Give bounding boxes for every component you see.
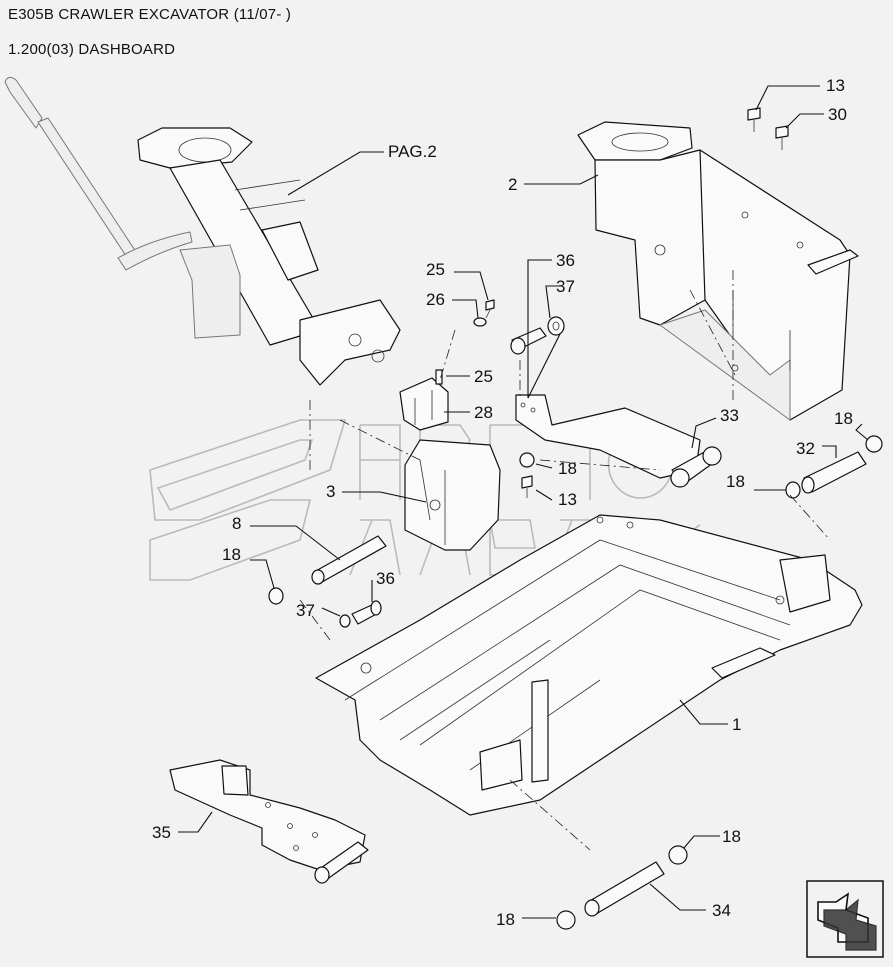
- callout-pag2: PAG.2: [388, 142, 437, 161]
- column-assembly: [4, 76, 401, 386]
- part-2-bracket: [577, 121, 859, 421]
- pin-8: [311, 535, 387, 585]
- washer-18-mid: [519, 452, 535, 468]
- callout-18-right-b: 18: [726, 472, 745, 491]
- leader-lines: [178, 85, 869, 919]
- pin-34: [584, 861, 665, 917]
- part-1-floor-plate: [315, 514, 863, 816]
- pin-32: [801, 451, 867, 494]
- screw-25-26: [473, 299, 495, 327]
- callout-33: 33: [720, 406, 739, 425]
- callout-32: 32: [796, 439, 815, 458]
- callout-36-lower: 36: [376, 569, 395, 588]
- callout-28: 28: [474, 403, 493, 422]
- ring-18-right-b: [785, 481, 801, 499]
- callout-labels: PAG.2 2 13 30 36 37 25 26 25 28 33 18 32…: [152, 76, 853, 929]
- callout-13-mid: 13: [558, 490, 577, 509]
- callout-18-right-a: 18: [834, 409, 853, 428]
- part-35-hinge-plate: [169, 759, 369, 884]
- callout-18-left: 18: [222, 545, 241, 564]
- alignment-lines: [299, 270, 831, 851]
- callout-13-top: 13: [826, 76, 845, 95]
- part-28-bracket: [399, 369, 449, 431]
- callout-3: 3: [326, 482, 335, 501]
- page-subtitle: 1.200(03) DASHBOARD: [8, 41, 176, 58]
- part-33-hinge: [515, 394, 722, 488]
- ring-18-right-a: [865, 435, 883, 453]
- callout-36-upper: 36: [556, 251, 575, 270]
- bolt-36-washer-37-lower: [339, 600, 382, 628]
- part-3-plate: [404, 439, 501, 551]
- callout-35: 35: [152, 823, 171, 842]
- ring-18-bottom-a: [668, 845, 688, 865]
- ring-18-bottom-b: [556, 910, 576, 930]
- bolt-36-washer-37-upper: [510, 316, 565, 355]
- next-page-arrow-icon[interactable]: [806, 880, 884, 958]
- callout-18-bottom-a: 18: [722, 827, 741, 846]
- bolt-13-top: [747, 107, 761, 132]
- bolt-13-mid: [521, 475, 533, 498]
- callout-2: 2: [508, 175, 517, 194]
- callout-37-lower: 37: [296, 601, 315, 620]
- bolt-30-top: [775, 125, 789, 150]
- callout-30: 30: [828, 105, 847, 124]
- callout-34: 34: [712, 901, 731, 920]
- callout-25-lower: 25: [474, 367, 493, 386]
- callout-1: 1: [732, 715, 741, 734]
- callout-25-upper: 25: [426, 260, 445, 279]
- callout-37-upper: 37: [556, 277, 575, 296]
- ring-18-left: [268, 587, 284, 605]
- callout-8: 8: [232, 514, 241, 533]
- callout-26: 26: [426, 290, 445, 309]
- callout-18-mid: 18: [558, 459, 577, 478]
- callout-18-bottom-b: 18: [496, 910, 515, 929]
- page-title: E305B CRAWLER EXCAVATOR (11/07- ): [8, 6, 292, 23]
